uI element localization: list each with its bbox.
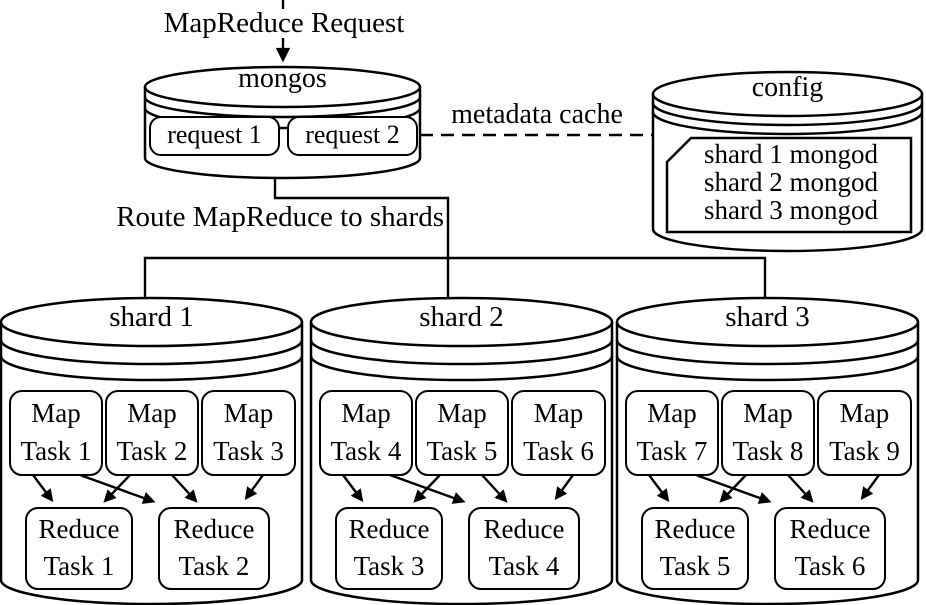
shard2-map-reduce-arrows	[342, 473, 574, 504]
config-note: shard 1 mongod shard 2 mongod shard 3 mo…	[674, 140, 908, 224]
reduce-task-line1: Reduce	[789, 514, 871, 544]
map-task-line1: Map	[31, 398, 81, 428]
map-task-line1: Map	[743, 398, 793, 428]
map-task-line1: Map	[533, 398, 584, 428]
route-label: Route MapReduce to shards	[116, 201, 444, 233]
reduce-task-line2: Task 1	[43, 551, 115, 581]
map-task-box: Map Task 8	[721, 390, 815, 476]
map-to-reduce-arrow	[103, 474, 131, 503]
shard-title: shard 3	[725, 301, 810, 333]
reduce-task-box: Reduce Task 6	[774, 507, 886, 590]
map-to-reduce-arrow	[554, 474, 574, 501]
shard1-map-reduce-arrows	[32, 473, 264, 504]
reduce-task-line1: Reduce	[38, 514, 120, 544]
map-to-reduce-arrow	[860, 474, 880, 501]
reduce-task-line2: Task 6	[794, 551, 866, 581]
shard-title: shard 1	[109, 301, 194, 333]
config-cylinder-shape	[651, 70, 924, 253]
shard-branch-connector	[143, 256, 767, 297]
config-note-entry: shard 2 mongod	[704, 167, 878, 197]
reduce-task-line2: Task 2	[178, 551, 250, 581]
reduce-task-box: Reduce Task 5	[641, 507, 749, 590]
map-to-reduce-arrow	[648, 474, 670, 502]
map-to-reduce-arrow	[171, 474, 198, 503]
reduce-task-line2: Task 4	[488, 551, 560, 581]
map-to-reduce-arrow	[787, 474, 814, 503]
map-task-line2: Task 4	[330, 436, 402, 466]
reduce-task-line1: Reduce	[348, 514, 430, 544]
shard3-map-reduce-arrows	[648, 473, 880, 504]
map-task-line2: Task 7	[636, 436, 708, 466]
map-to-reduce-arrow	[413, 474, 441, 503]
map-task-line2: Task 5	[426, 436, 498, 466]
map-task-box: Map Task 4	[319, 390, 413, 476]
config-note-shape	[665, 136, 913, 234]
metadata-cache-label: metadata cache	[451, 99, 623, 130]
map-to-reduce-arrow	[481, 474, 508, 503]
map-task-line1: Map	[437, 398, 487, 428]
map-task-line2: Task 8	[732, 436, 804, 466]
mongos-to-shards-connector	[273, 178, 450, 297]
reduce-task-line2: Task 3	[353, 551, 425, 581]
reduce-task-box: Reduce Task 3	[335, 507, 443, 590]
map-task-box: Map Task 9	[817, 390, 912, 476]
map-to-reduce-arrow	[719, 474, 747, 503]
map-task-box: Map Task 1	[9, 390, 103, 476]
shard-title: shard 2	[419, 301, 504, 333]
map-task-line2: Task 1	[20, 436, 92, 466]
request-box: request 2	[287, 116, 418, 156]
map-task-line1: Map	[647, 398, 697, 428]
config-title: config	[751, 72, 824, 103]
map-task-line2: Task 6	[523, 436, 594, 466]
reduce-task-line2: Task 5	[659, 551, 731, 581]
mongos-title: mongos	[238, 63, 327, 94]
reduce-task-line1: Reduce	[173, 514, 255, 544]
map-to-reduce-arrow	[244, 474, 264, 501]
map-task-box: Map Task 2	[105, 390, 199, 476]
request-box: request 1	[149, 116, 280, 156]
mapreduce-request-label: MapReduce Request	[163, 7, 405, 39]
map-task-box: Map Task 7	[625, 390, 719, 476]
map-task-line1: Map	[839, 398, 890, 428]
map-task-box: Map Task 6	[511, 390, 606, 476]
reduce-task-box: Reduce Task 2	[158, 507, 270, 590]
config-note-entry: shard 3 mongod	[704, 195, 878, 225]
reduce-task-box: Reduce Task 4	[468, 507, 580, 590]
map-task-line2: Task 9	[829, 436, 900, 466]
map-task-line2: Task 2	[116, 436, 188, 466]
map-task-box: Map Task 5	[415, 390, 509, 476]
reduce-task-line1: Reduce	[654, 514, 736, 544]
reduce-task-box: Reduce Task 1	[25, 507, 133, 590]
map-task-line1: Map	[341, 398, 391, 428]
map-task-line2: Task 3	[213, 436, 284, 466]
map-task-line1: Map	[223, 398, 274, 428]
map-task-line1: Map	[127, 398, 177, 428]
map-to-reduce-arrow	[342, 474, 364, 502]
config-note-entry: shard 1 mongod	[704, 139, 878, 169]
map-task-box: Map Task 3	[201, 390, 296, 476]
reduce-task-line1: Reduce	[483, 514, 565, 544]
map-to-reduce-arrow	[32, 474, 54, 502]
